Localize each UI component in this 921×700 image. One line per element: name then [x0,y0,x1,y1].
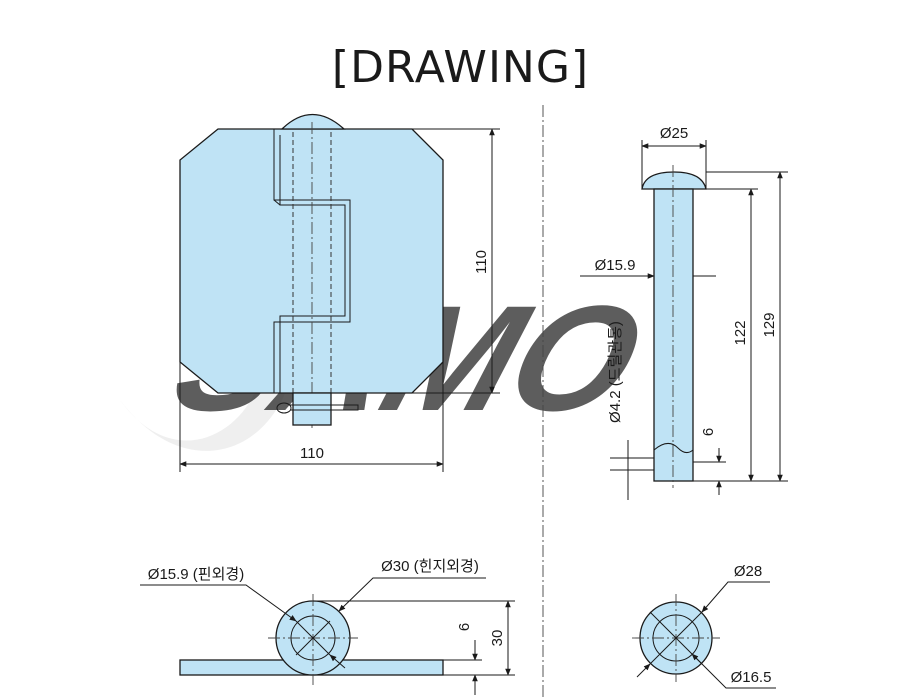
dim-head-inner-dia: Ø16.5 [731,669,772,686]
dim-head-outer-dia: Ø28 [734,563,762,580]
pin-head [641,171,707,190]
pin-head-end-view: Ø28 Ø16.5 [632,563,776,689]
dim-hinge-height: 110 [473,250,490,274]
hinge-leaf [179,128,444,394]
dim-pin-length: 122 [732,320,749,345]
drawing-title: [DRAWING] [331,42,590,93]
dim-hole-offset: 6 [700,428,717,436]
dim-pin-dia: Ø15.9 [595,257,636,274]
pin-view: Ø25 Ø15.9 Ø4.2 (드릴관통) 6 122 129 [580,125,788,500]
knuckle-end-view: Ø15.9 (핀외경) Ø30 (힌지외경) 6 30 [140,558,515,695]
dim-knuckle-outer-dia: Ø30 (힌지외경) [381,558,479,575]
pin-bottom [292,392,332,426]
split-pin-icon [276,402,359,414]
pin-shaft [653,188,694,482]
hinge-front-view: 110 110 [179,114,500,472]
dim-pin-head-dia: Ø25 [660,125,688,142]
pin-head-top [280,114,346,130]
dim-hinge-width: 110 [300,445,324,462]
dim-knuckle-height: 30 [489,630,506,647]
dim-pin-total-length: 129 [761,312,778,337]
dim-knuckle-pin-dia: Ø15.9 (핀외경) [148,566,244,583]
dim-plate-thickness: 6 [456,623,473,631]
dim-drill-hole: Ø4.2 (드릴관통) [607,321,624,423]
